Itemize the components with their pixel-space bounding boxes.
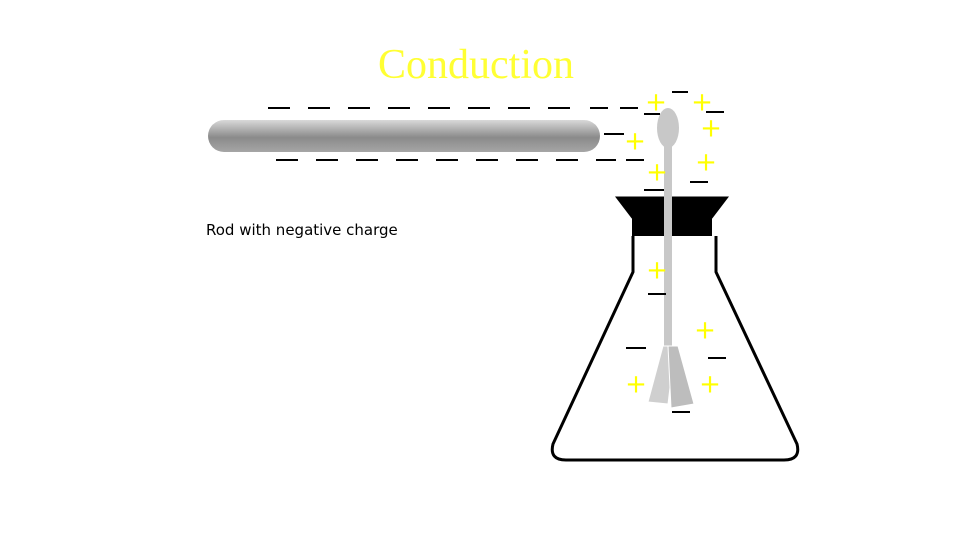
plus-charge: + (700, 114, 722, 144)
plus-charge: + (646, 256, 668, 286)
plus-charge: + (691, 88, 713, 118)
plus-charge: + (625, 370, 647, 400)
plus-charge: + (624, 127, 646, 157)
electroscope (647, 108, 695, 409)
electroscope-leaf-right (667, 345, 695, 409)
charged-rod (208, 120, 600, 152)
induced-charges: + + + + + + + + + + (624, 88, 726, 413)
rod-label: Rod with negative charge (206, 221, 398, 239)
plus-charge: + (646, 158, 668, 188)
rod-negative-charges (268, 107, 644, 161)
electroscope-knob (657, 108, 679, 148)
plus-charge: + (699, 370, 721, 400)
plus-charge: + (694, 316, 716, 346)
electroscope-stem (664, 140, 672, 352)
plus-charge: + (695, 148, 717, 178)
slide-title: Conduction (378, 42, 574, 88)
plus-charge: + (645, 88, 667, 118)
flask (550, 236, 800, 462)
